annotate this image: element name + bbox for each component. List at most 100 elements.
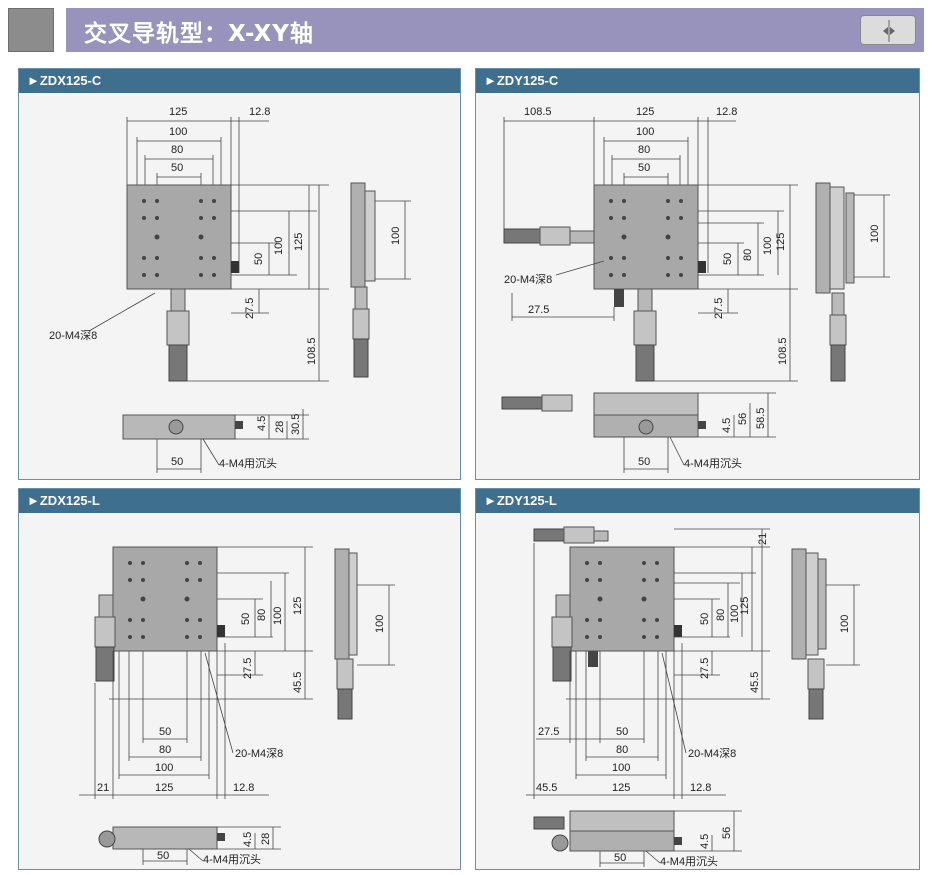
bottom-hole-note: 4-M4用沉头 [684,457,742,470]
dim-label: 4.5 [699,834,711,849]
drawing-zdx125-l: 50 80 100 125 27.5 45.5 50 80 100 125 21… [79,546,395,866]
side-view [350,182,366,288]
drawing-zdy125-l: 21 50 80 100 125 27.5 45.5 27.5 50 80 10… [526,526,860,868]
bottom-hole-note: 4-M4用沉头 [219,457,277,470]
dim-label: 100 [273,237,285,255]
dim-label: 50 [638,162,650,174]
dim-label: 80 [256,609,268,621]
dim-label: 108.5 [524,106,552,118]
micrometer-knob [95,646,115,682]
hole-note: 20-M4深8 [49,329,97,342]
dim-label: 27.5 [242,658,254,679]
dim-label: 80 [159,744,171,756]
dim-label: 108.5 [777,337,789,365]
dim-label: 100 [729,605,741,623]
nav-toggle-button[interactable] [860,15,916,45]
dim-label: 50 [171,162,183,174]
micrometer-knob [533,528,565,542]
dim-label: 50 [159,726,171,738]
dim-label: 4.5 [256,416,268,431]
dim-label: 27.5 [538,726,559,738]
drawing-zdx125-c: 125 100 80 50 12.8 [49,106,411,473]
dim-label: 50 [253,253,265,265]
bottom-view [112,826,218,850]
dim-label: 50 [699,613,711,625]
dim-label: 12.8 [716,106,737,118]
dim-label: 4.5 [242,832,254,847]
dim-label: 100 [272,607,284,625]
dim-label: 12.8 [249,106,270,118]
dim-label: 100 [169,126,187,138]
dim-label: 100 [155,762,173,774]
dim-label: 28 [260,833,272,845]
dim-label: 45.5 [292,672,304,693]
dim-label: 27.5 [244,298,256,319]
dim-label: 50 [616,726,628,738]
dim-labels-top: 125 100 80 50 12.8 [169,106,270,174]
micrometer-knob [168,344,188,382]
panel-title: ►ZDX125-C [19,69,460,93]
dim-label: 21 [757,533,769,545]
dim-label: 80 [638,144,650,156]
dim-label: 125 [155,782,173,794]
page-header: 交叉导轨型：X-XY轴 [8,8,924,52]
dim-label: 4.5 [721,418,733,433]
panel-zdy125-l: ►ZDY125-L [475,488,920,870]
panel-title: ►ZDY125-C [476,69,919,93]
dim-label: 125 [169,106,187,118]
dim-label: 56 [737,413,749,425]
dim-label: 125 [293,233,305,251]
side-view [334,548,350,660]
dim-label: 21 [97,782,109,794]
bottom-view [593,392,699,416]
lock-screw [231,261,239,273]
dim-label: 100 [762,237,774,255]
panel-zdx125-c: ►ZDX125-C 125 100 80 50 12.8 [18,68,461,480]
dim-label: 12.8 [690,782,711,794]
dim-label: 30.5 [290,414,302,435]
dim-label: 50 [171,456,183,468]
hole-note: 20-M4深8 [504,273,552,286]
dim-label: 80 [715,609,727,621]
dim-label: 58.5 [755,408,767,429]
bottom-view [569,810,675,832]
dim-label: 100 [612,762,630,774]
dim-label: 28 [274,421,286,433]
dim-label: 125 [739,597,751,615]
dim-label: 56 [721,827,733,839]
dim-labels-right: 50 100 125 27.5 108.5 20-M4深8 [49,233,318,365]
header-square [8,8,54,52]
dim-label: 100 [374,615,386,633]
dim-label: 80 [616,744,628,756]
dim-label: 12.8 [233,782,254,794]
side-view [815,182,831,294]
hole-note: 20-M4深8 [688,747,736,760]
dim-label: 50 [722,253,734,265]
dim-label: 80 [171,144,183,156]
dim-label: 100 [839,615,851,633]
left-right-arrow-icon [883,20,895,42]
dim-label: 100 [636,126,654,138]
dim-label: 50 [614,852,626,864]
dim-label: 125 [775,233,787,251]
panel-title: ►ZDY125-L [476,489,919,513]
dim-label: 27.5 [713,298,725,319]
panel-zdx125-l: ►ZDX125-L 50 80 [18,488,461,870]
dim-label: 27.5 [699,658,711,679]
dim-label: 50 [240,613,252,625]
dim-label: 125 [612,782,630,794]
dim-label: 45.5 [749,672,761,693]
dim-label: 125 [292,597,304,615]
dim-label: 50 [157,850,169,862]
bottom-hole-note: 4-M4用沉头 [203,853,261,866]
dim-label: 100 [390,227,402,245]
dim-label: 45.5 [536,782,557,794]
panel-title: ►ZDX125-L [19,489,460,513]
dim-label: 108.5 [306,337,318,365]
dim-label: 27.5 [528,304,549,316]
dim-label: 50 [638,456,650,468]
bottom-hole-note: 4-M4用沉头 [660,855,718,868]
page-title: 交叉导轨型：X-XY轴 [84,21,314,47]
header-bar: 交叉导轨型：X-XY轴 [66,8,924,52]
dim-label: 100 [869,225,881,243]
